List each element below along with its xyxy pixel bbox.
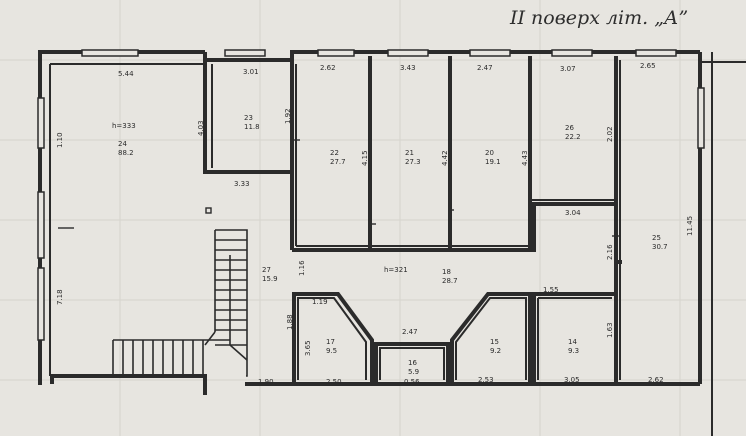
- dim-1-90: 1.90: [258, 378, 274, 386]
- room-14-area: 9.3: [568, 347, 579, 355]
- dim-2-47: 2.47: [402, 328, 418, 336]
- dim-4-42: 4.42: [441, 150, 449, 166]
- dimension-labels: 5.44 3.01 3.33 2.62 3.43 2.47 3.07 2.65 …: [56, 62, 694, 386]
- dim-2-62-bottom: 2.62: [648, 376, 664, 384]
- dim-7-18: 7.18: [56, 289, 64, 305]
- room-20-area: 19.1: [485, 158, 501, 166]
- room-27-area: 15.9: [262, 275, 278, 283]
- dim-0-56: 0.56: [404, 378, 420, 386]
- dim-3-07: 3.07: [560, 65, 576, 73]
- room-16-area: 5.9: [408, 368, 419, 376]
- dim-2-50: 2.50: [326, 378, 342, 386]
- dim-1-10: 1.10: [56, 132, 64, 148]
- room-27-number: 27: [262, 266, 271, 274]
- height-note-corridor: h=321: [384, 266, 408, 274]
- room-17-area: 9.5: [326, 347, 337, 355]
- room-15-number: 15: [490, 338, 499, 346]
- room-24-area: 88.2: [118, 149, 134, 157]
- dim-3-33: 3.33: [234, 180, 250, 188]
- dim-5-44: 5.44: [118, 70, 134, 78]
- dim-11-45: 11.45: [686, 216, 694, 236]
- room-18-number: 18: [442, 268, 451, 276]
- dim-2-43: 3.43: [400, 64, 416, 72]
- room-22-area: 27.7: [330, 158, 346, 166]
- room-23-number: 23: [244, 114, 253, 122]
- dim-4-03: 4.03: [197, 120, 205, 136]
- dim-1-16: 1.16: [298, 260, 306, 276]
- dim-2-02: 2.02: [606, 126, 614, 142]
- dim-2-62-top: 2.62: [320, 64, 336, 72]
- room-25-number: 25: [652, 234, 661, 242]
- dim-1-88: 1.88: [286, 314, 294, 330]
- dim-1-63: 1.63: [606, 322, 614, 338]
- room-22-number: 22: [330, 149, 339, 157]
- dim-4-43: 4.43: [521, 150, 529, 166]
- windows: [37, 49, 705, 341]
- walls: [38, 50, 746, 436]
- room-21-number: 21: [405, 149, 414, 157]
- dim-2-65: 2.65: [640, 62, 656, 70]
- dim-1-92: 1.92: [284, 108, 292, 124]
- room-24-number: 24: [118, 140, 127, 148]
- dim-2-53: 2.53: [478, 376, 494, 384]
- staircase: [112, 229, 248, 377]
- room-20-number: 20: [485, 149, 494, 157]
- dim-3-04: 3.04: [565, 209, 581, 217]
- room-14-number: 14: [568, 338, 577, 346]
- room-16-number: 16: [408, 359, 417, 367]
- dim-4-15: 4.15: [361, 150, 369, 166]
- dim-2-48: 2.47: [477, 64, 493, 72]
- height-note: h=333: [112, 122, 136, 130]
- floor-title: ІІ поверх літ. „А”: [509, 7, 688, 29]
- room-21-area: 27.3: [405, 158, 421, 166]
- dim-3-65: 3.65: [304, 340, 312, 356]
- room-23-area: 11.8: [244, 123, 260, 131]
- dim-1-55: 1.55: [543, 286, 559, 294]
- room-26-number: 26: [565, 124, 574, 132]
- room-25-area: 30.7: [652, 243, 668, 251]
- room-labels: 24 88.2 23 11.8 22 27.7 21 27.3 20 19.1 …: [112, 114, 668, 376]
- dim-3-05: 3.05: [564, 376, 580, 384]
- dim-2-16: 2.16: [606, 244, 614, 260]
- room-18-area: 28.7: [442, 277, 458, 285]
- room-17-number: 17: [326, 338, 335, 346]
- room-15-area: 9.2: [490, 347, 501, 355]
- dim-3-01: 3.01: [243, 68, 259, 76]
- door-marks: [58, 139, 620, 237]
- dim-1-19: 1.19: [312, 298, 328, 306]
- room-26-area: 22.2: [565, 133, 581, 141]
